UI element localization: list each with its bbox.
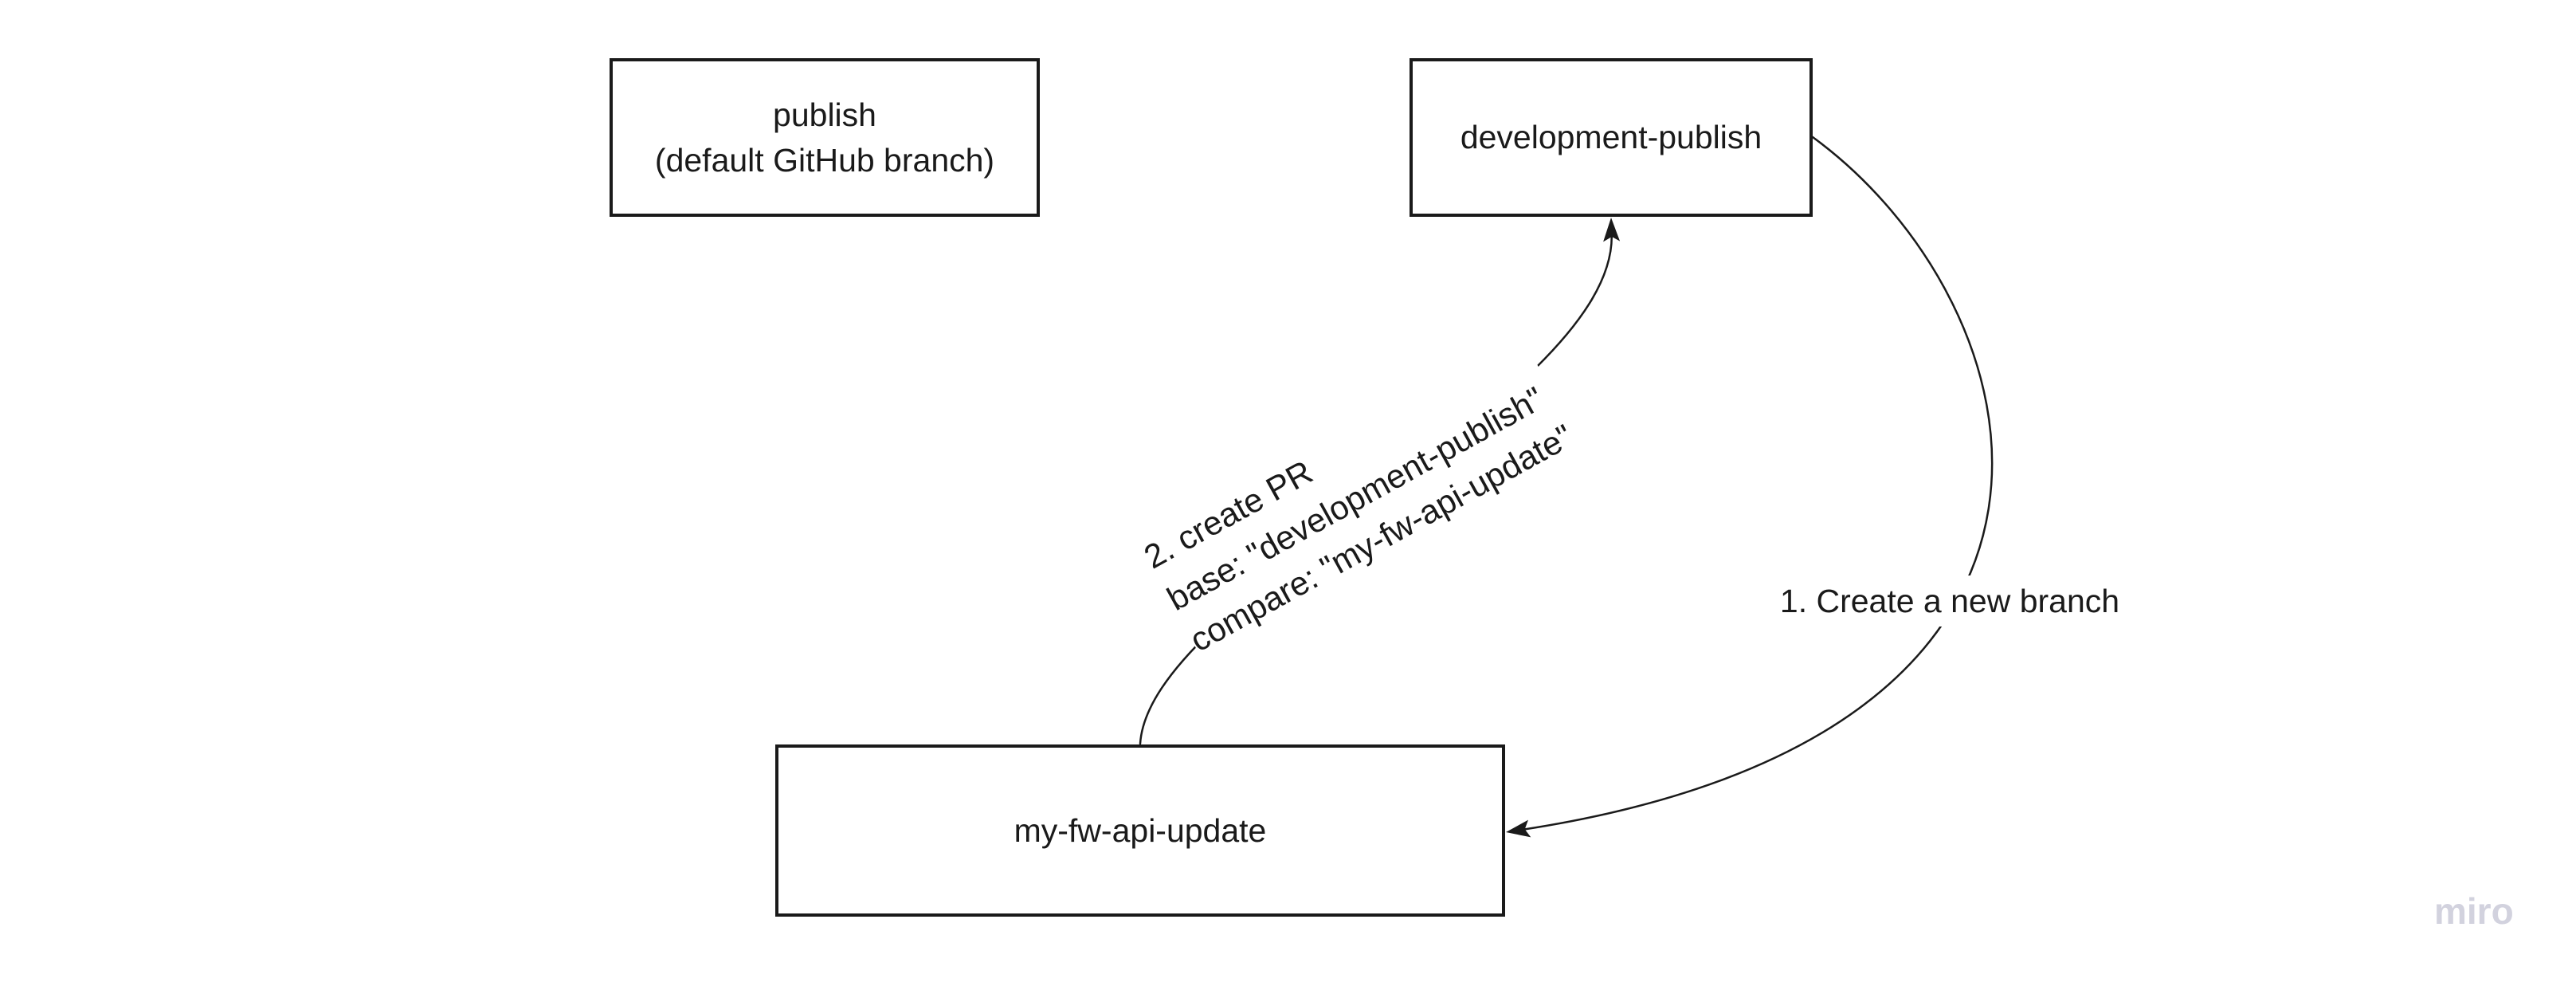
edge-create-branch-curve[interactable] <box>1520 136 1994 831</box>
shape-my-fw-api-update-label: my-fw-api-update <box>1014 811 1267 849</box>
shape-publish-label: publish (default GitHub branch) <box>655 92 994 183</box>
edge-create-branch-arrowhead[interactable] <box>1506 819 1531 838</box>
edge-label-create-branch[interactable]: 1. Create a new branch <box>1774 575 2126 627</box>
shape-development-publish[interactable]: development-publish <box>1410 58 1813 217</box>
shape-publish-branch[interactable]: publish (default GitHub branch) <box>610 58 1040 217</box>
shape-publish-label-line1: publish <box>773 96 876 133</box>
edge-create-pr-arrowhead[interactable] <box>1603 218 1621 242</box>
miro-watermark: miro <box>2434 890 2514 932</box>
shape-my-fw-api-update[interactable]: my-fw-api-update <box>775 744 1505 917</box>
shape-development-publish-label: development-publish <box>1460 119 1762 156</box>
shape-publish-label-line2: (default GitHub branch) <box>654 141 995 179</box>
